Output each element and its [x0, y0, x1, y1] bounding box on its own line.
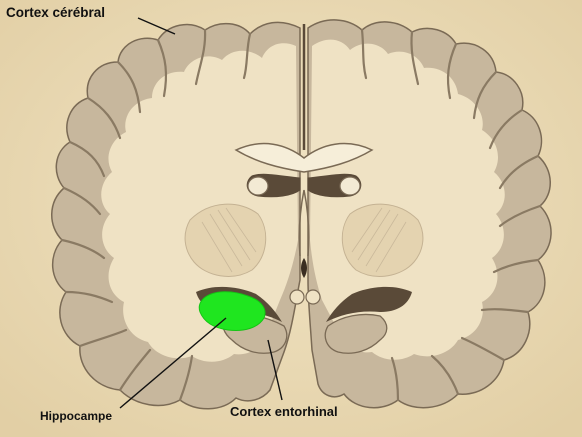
left-basal-ganglia: [185, 204, 266, 276]
right-basal-ganglia: [342, 204, 423, 276]
left-mammillary-body: [290, 290, 304, 304]
label-hippocampus: Hippocampe: [40, 410, 112, 422]
label-cerebral-cortex: Cortex cérébral: [6, 6, 105, 20]
right-caudate: [340, 177, 360, 195]
left-caudate: [248, 177, 268, 195]
right-mammillary-body: [306, 290, 320, 304]
label-entorhinal-cortex: Cortex entorhinal: [230, 405, 338, 418]
